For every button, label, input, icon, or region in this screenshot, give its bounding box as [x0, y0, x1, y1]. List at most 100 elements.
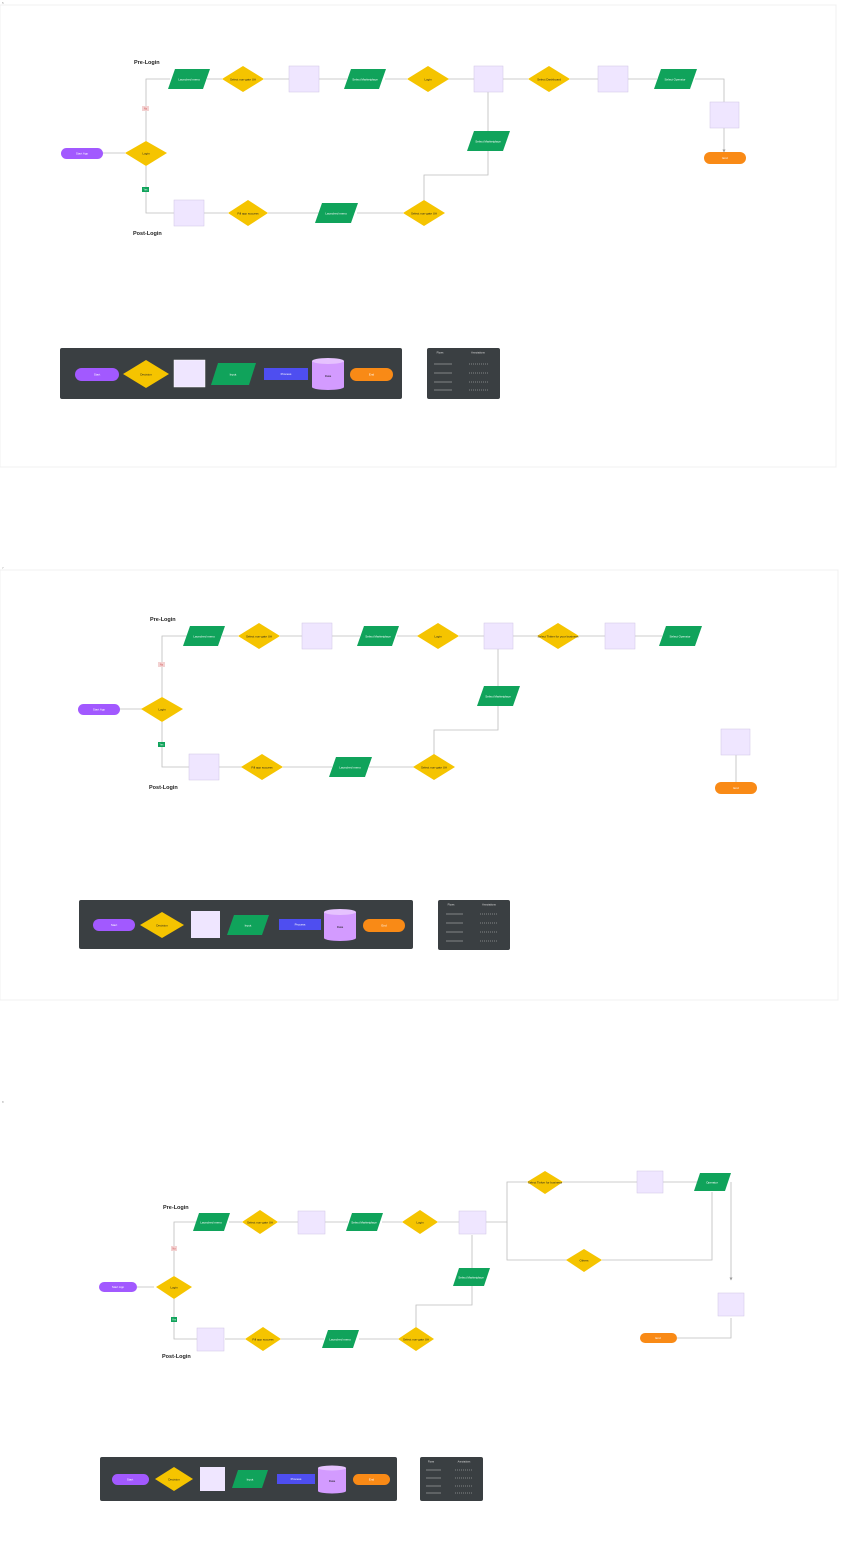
- frame-5-label: 5: [2, 1, 4, 5]
- select-operator-label: Select Operator: [664, 77, 685, 81]
- end-label: End: [722, 156, 728, 160]
- branch-marketplace-label: Select Marketplace: [458, 1275, 484, 1279]
- post-launched-menu-label: Launched menu: [329, 1337, 351, 1341]
- legend-data: [312, 361, 344, 390]
- end-terminal: [715, 782, 757, 794]
- select-non-gate-decision: [242, 1210, 278, 1234]
- select-marketplace-input: [357, 626, 399, 646]
- no-tag-label: No: [160, 663, 164, 666]
- launched-menu-input: [168, 69, 210, 89]
- fill-app-label: Fill app success: [252, 1337, 274, 1341]
- line-legend: [438, 900, 510, 950]
- branch-marketplace-input: [467, 131, 510, 151]
- select-tinker-label: Select Tinker for your business: [537, 634, 579, 638]
- post-select-non-gate-decision: [403, 200, 445, 226]
- legend-input: [227, 915, 269, 935]
- post-select-non-gate-decision: [413, 754, 455, 780]
- launched-menu-label: Launched menu: [193, 634, 215, 638]
- screen-2: [483, 622, 514, 650]
- select-non-gate-label: Select non-gate UA: [247, 1220, 273, 1224]
- yes-tag-label: Yes: [144, 188, 149, 191]
- branch-marketplace-input: [477, 686, 520, 706]
- login-decision: [141, 697, 183, 722]
- yes-tag: [142, 187, 149, 192]
- end-label: End: [655, 1336, 661, 1340]
- pre-login-heading: Pre-Login: [150, 617, 176, 623]
- legend-start-label: Start: [127, 1477, 134, 1481]
- launched-menu-input: [193, 1213, 230, 1231]
- legend-data-label: Data: [325, 374, 332, 378]
- legend-data-label: Data: [337, 925, 344, 929]
- screen-3: [597, 65, 629, 93]
- no-tag-label: No: [172, 1247, 176, 1250]
- yes-tag: [171, 1317, 177, 1322]
- post-select-non-gate-label: Select non-gate UA: [403, 1337, 429, 1341]
- legend-input: [232, 1470, 268, 1488]
- login-step-label: Login: [424, 77, 432, 81]
- frame-8: 8 Pre-Login Post-Login Start A: [2, 1100, 745, 1501]
- select-tinker-decision: [527, 1171, 563, 1194]
- post-launched-menu-label: Launched menu: [325, 211, 347, 215]
- legend-decision-label: Decision: [168, 1477, 180, 1481]
- frame-5: 5 Pre-Login Post-Login Start App: [0, 1, 837, 468]
- annotations-header: Annotations: [458, 1461, 471, 1464]
- others-label: Others: [579, 1258, 589, 1262]
- yes-tag-label: Yes: [160, 743, 165, 746]
- frame-7: 7 Pre-Login Post-Login Start App Login: [0, 566, 839, 1001]
- yes-tag: [158, 742, 165, 747]
- operator-label: Operator: [706, 1180, 718, 1184]
- legend-input-label: Input: [245, 923, 252, 927]
- connectors: [120, 635, 737, 782]
- frame-8-label: 8: [2, 1100, 4, 1104]
- screen-5: [196, 1327, 225, 1352]
- login-step-label: Login: [416, 1220, 424, 1224]
- launched-menu-label: Launched menu: [178, 77, 200, 81]
- login-step-decision: [402, 1210, 438, 1234]
- no-tag: [142, 106, 149, 111]
- start-terminal: [78, 704, 120, 715]
- fill-app-decision: [228, 200, 268, 226]
- start-label: Start App: [93, 707, 106, 711]
- legend-data: [324, 912, 356, 941]
- screen-2: [458, 1210, 487, 1235]
- screen-4: [709, 101, 740, 129]
- post-launched-menu-input: [315, 203, 358, 223]
- login-step-label: Login: [434, 634, 442, 638]
- legend-end: [350, 368, 393, 381]
- start-label: Start App: [76, 151, 89, 155]
- fill-app-decision: [241, 754, 283, 780]
- legend-end: [363, 919, 405, 932]
- screen-4: [720, 728, 751, 756]
- legend-start-label: Start: [111, 923, 118, 927]
- legend-start: [75, 368, 119, 381]
- flows-header: Flows: [448, 903, 455, 907]
- post-login-heading: Post-Login: [162, 1354, 191, 1360]
- legend-input: [211, 363, 256, 385]
- legend-input-label: Input: [230, 372, 237, 376]
- post-select-non-gate-decision: [398, 1327, 434, 1351]
- select-marketplace-label: Select Marketplace: [365, 634, 391, 638]
- screen-2: [473, 65, 504, 93]
- legend-end-label: End: [369, 1477, 375, 1481]
- frame-7-label: 7: [2, 566, 4, 570]
- select-tinker-decision: [537, 623, 579, 649]
- legend-data-label: Data: [329, 1479, 336, 1483]
- login-decision: [156, 1276, 192, 1299]
- operator-input: [694, 1173, 731, 1191]
- select-marketplace-input: [346, 1213, 383, 1231]
- legend-process-label: Process: [295, 922, 306, 926]
- legend-decision: [155, 1467, 193, 1491]
- legend-decision-label: Decision: [140, 372, 152, 376]
- legend-decision: [123, 360, 169, 388]
- line-legend: [427, 348, 500, 399]
- select-marketplace-input: [344, 69, 386, 89]
- legend-process: [277, 1474, 315, 1484]
- legend-data: [318, 1468, 346, 1494]
- start-terminal: [99, 1282, 137, 1292]
- legend-end-label: End: [369, 372, 375, 376]
- legend-process-label: Process: [291, 1477, 302, 1481]
- legend-end-label: End: [381, 923, 387, 927]
- screen-1: [301, 622, 333, 650]
- end-terminal: [640, 1333, 677, 1343]
